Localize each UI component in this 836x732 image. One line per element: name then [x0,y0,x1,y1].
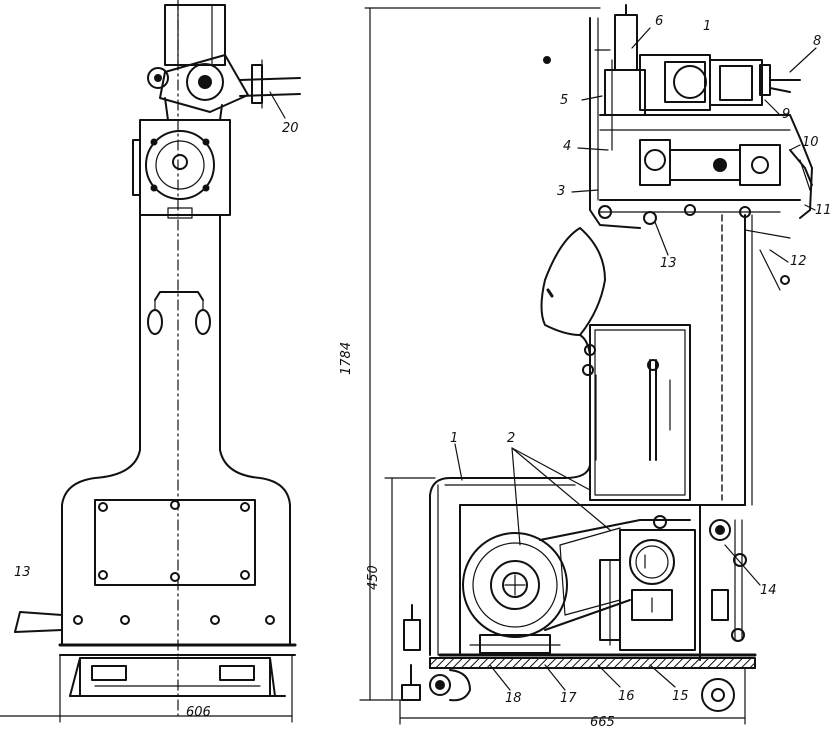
dimension-base-height: 450 [366,565,381,590]
callout-14: 14 [760,583,777,598]
callout-17: 17 [560,691,577,706]
callout-20: 20 [282,121,299,136]
callout-16: 16 [618,689,635,704]
callout-18: 18 [505,691,522,706]
callout-15: 15 [672,689,689,704]
callout-11: 11 [815,203,832,218]
callout-4: 4 [563,139,572,154]
dimension-overall-height: 1784 [339,341,354,375]
callout-10: 10 [802,135,819,150]
front-view [0,0,301,723]
dimension-side-depth: 665 [590,715,615,730]
callout-13-front: 13 [14,565,31,580]
dimension-front-width: 606 [186,705,211,720]
callout-1-top: 1 [703,19,712,34]
callout-12: 12 [790,254,807,269]
callout-2: 2 [507,431,516,446]
callout-5: 5 [560,93,569,108]
callout-3: 3 [557,184,566,199]
side-view [359,4,817,725]
callout-9: 9 [782,107,791,122]
callout-6: 6 [655,14,664,29]
callout-8: 8 [813,34,822,49]
callout-1-base: 1 [450,431,459,446]
callout-13-side: 13 [660,256,677,271]
